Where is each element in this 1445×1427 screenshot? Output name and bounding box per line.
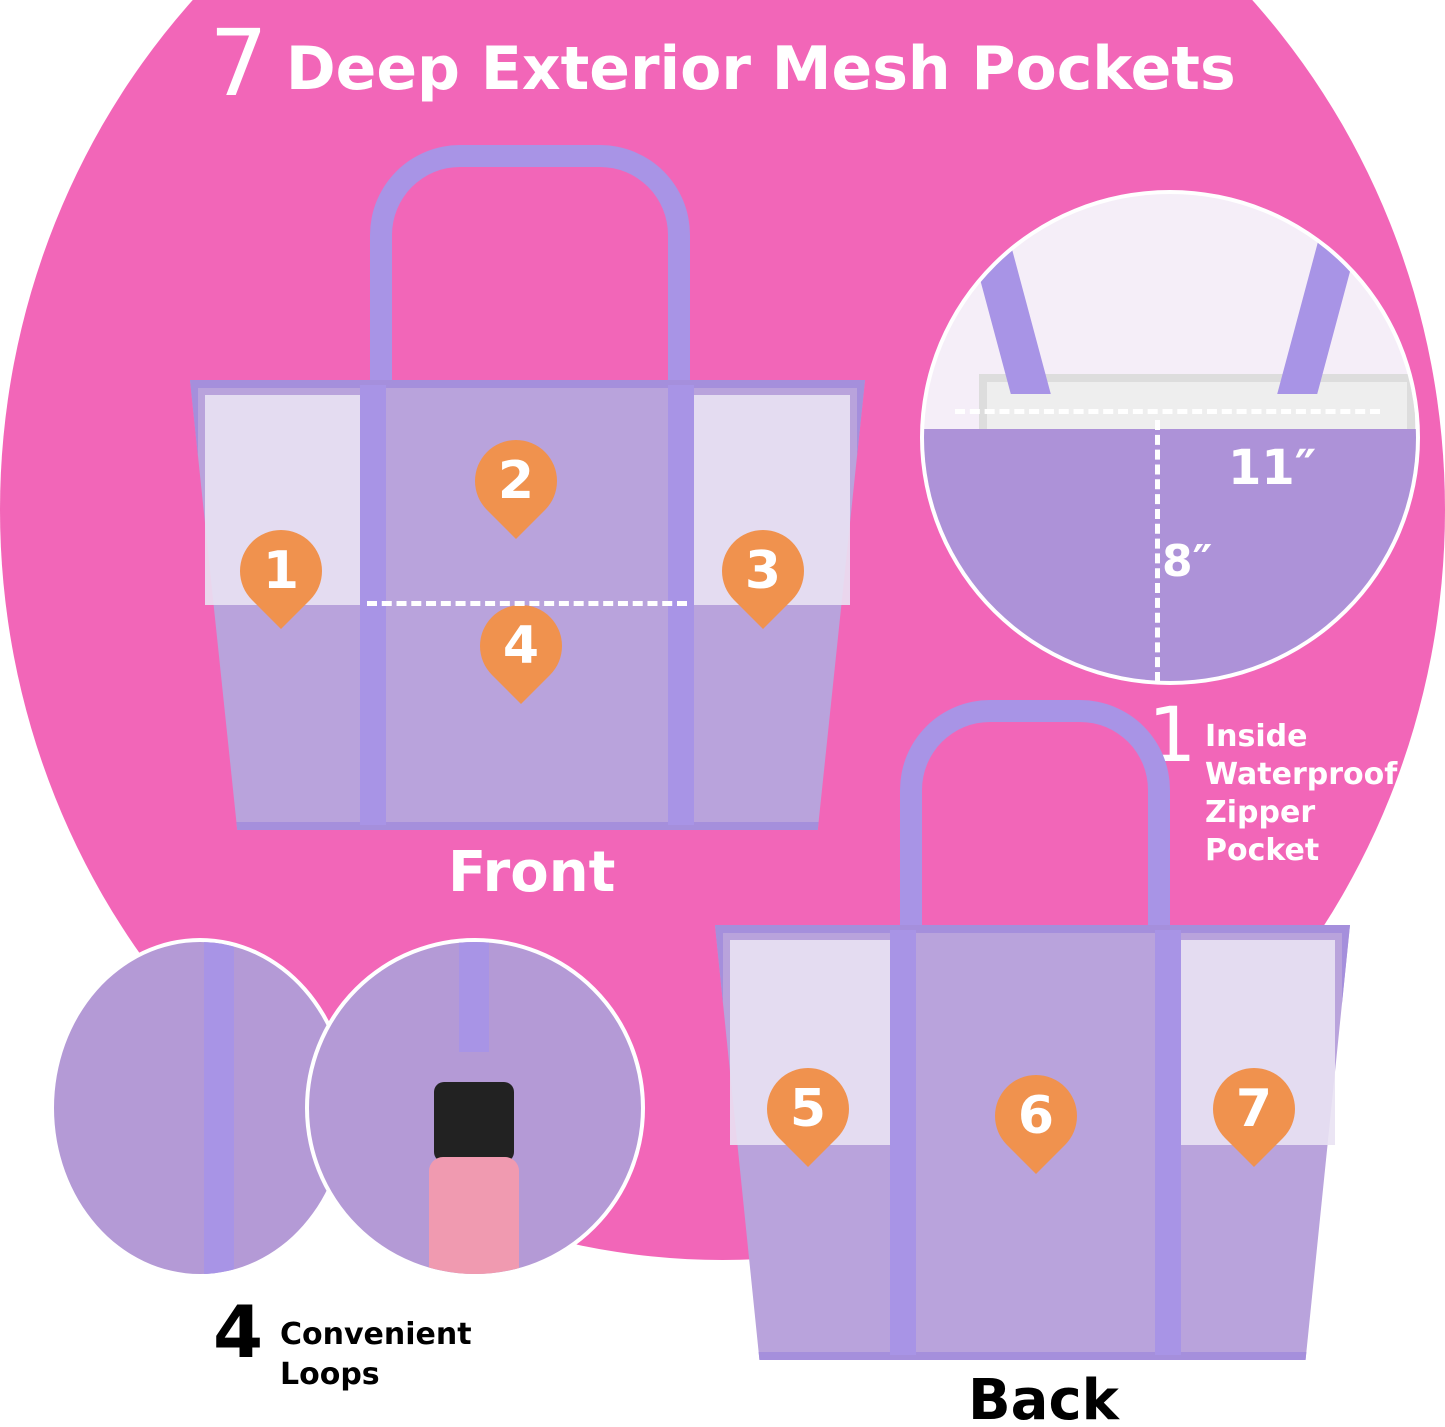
pocket-marker-5: 5	[750, 1051, 866, 1167]
height-dimension: 8″	[1162, 536, 1213, 587]
height-dimension-line	[1155, 420, 1160, 682]
back-bag	[715, 700, 1350, 1365]
pocket-marker-2: 2	[458, 423, 574, 539]
loop-dashed-line	[367, 601, 687, 606]
loop-detail-bottle	[305, 938, 645, 1278]
width-dimension: 11″	[1228, 440, 1317, 496]
loops-count: 4	[213, 1290, 264, 1374]
pocket-marker-3: 3	[705, 513, 821, 629]
zipper-pocket-detail	[920, 190, 1420, 685]
pocket-marker-1: 1	[223, 513, 339, 629]
pocket-marker-6: 6	[978, 1058, 1094, 1174]
back-label: Back	[968, 1368, 1119, 1427]
width-dimension-line	[955, 409, 1380, 414]
pocket-marker-7: 7	[1196, 1051, 1312, 1167]
front-label: Front	[448, 840, 616, 905]
loop-detail-keys	[50, 938, 350, 1278]
